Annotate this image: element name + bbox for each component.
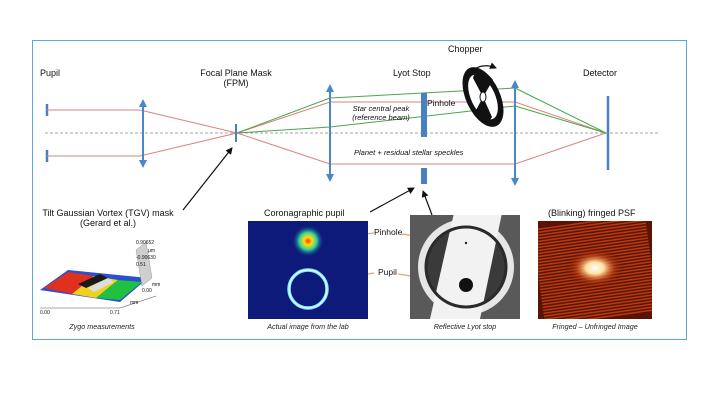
pinhole-annot: Pinhole bbox=[374, 227, 403, 237]
caption-lab: Actual image from the lab bbox=[267, 322, 349, 331]
lyot-stop-image bbox=[410, 215, 520, 319]
caption-fringed: Fringed – Unfringed Image bbox=[552, 322, 638, 331]
lyot-stop-label: Lyot Stop bbox=[393, 68, 431, 78]
pupil-label: Pupil bbox=[40, 68, 61, 78]
pupil-annot: Pupil bbox=[378, 267, 397, 277]
chopper-label: Chopper bbox=[448, 44, 483, 54]
lyot-arrow bbox=[421, 190, 433, 216]
fringed-psf-title: (Blinking) fringed PSF bbox=[548, 208, 636, 218]
star-peak-label: Star central peak (reference beam) bbox=[352, 104, 410, 122]
lyot-stop-element bbox=[421, 93, 427, 184]
detector-label: Detector bbox=[583, 68, 618, 78]
zygo-image: 0.90652 μm -0.90630 0.51 0.00 0.71 mm 0.… bbox=[38, 238, 166, 318]
tgv-arrow bbox=[182, 147, 233, 211]
chopper-icon bbox=[462, 62, 504, 127]
pinhole-label: Pinhole bbox=[427, 98, 456, 108]
lab-pupil-image bbox=[248, 221, 368, 319]
tgv-title: Tilt Gaussian Vortex (TGV) mask (Gerard … bbox=[42, 208, 174, 228]
fringed-psf-image bbox=[538, 221, 652, 319]
diagram-frame bbox=[32, 40, 687, 340]
caption-lyot: Reflective Lyot stop bbox=[433, 322, 497, 331]
coronagraphic-pupil-title: Coronagraphic pupil bbox=[264, 208, 345, 218]
fpm-label: Focal Plane Mask (FPM) bbox=[200, 68, 272, 88]
planet-beam bbox=[47, 101, 607, 165]
caption-zygo: Zygo measurements bbox=[69, 322, 135, 331]
coronagraphic-arrow bbox=[369, 187, 415, 213]
planet-speckles-label: Planet + residual stellar speckles bbox=[354, 148, 464, 157]
